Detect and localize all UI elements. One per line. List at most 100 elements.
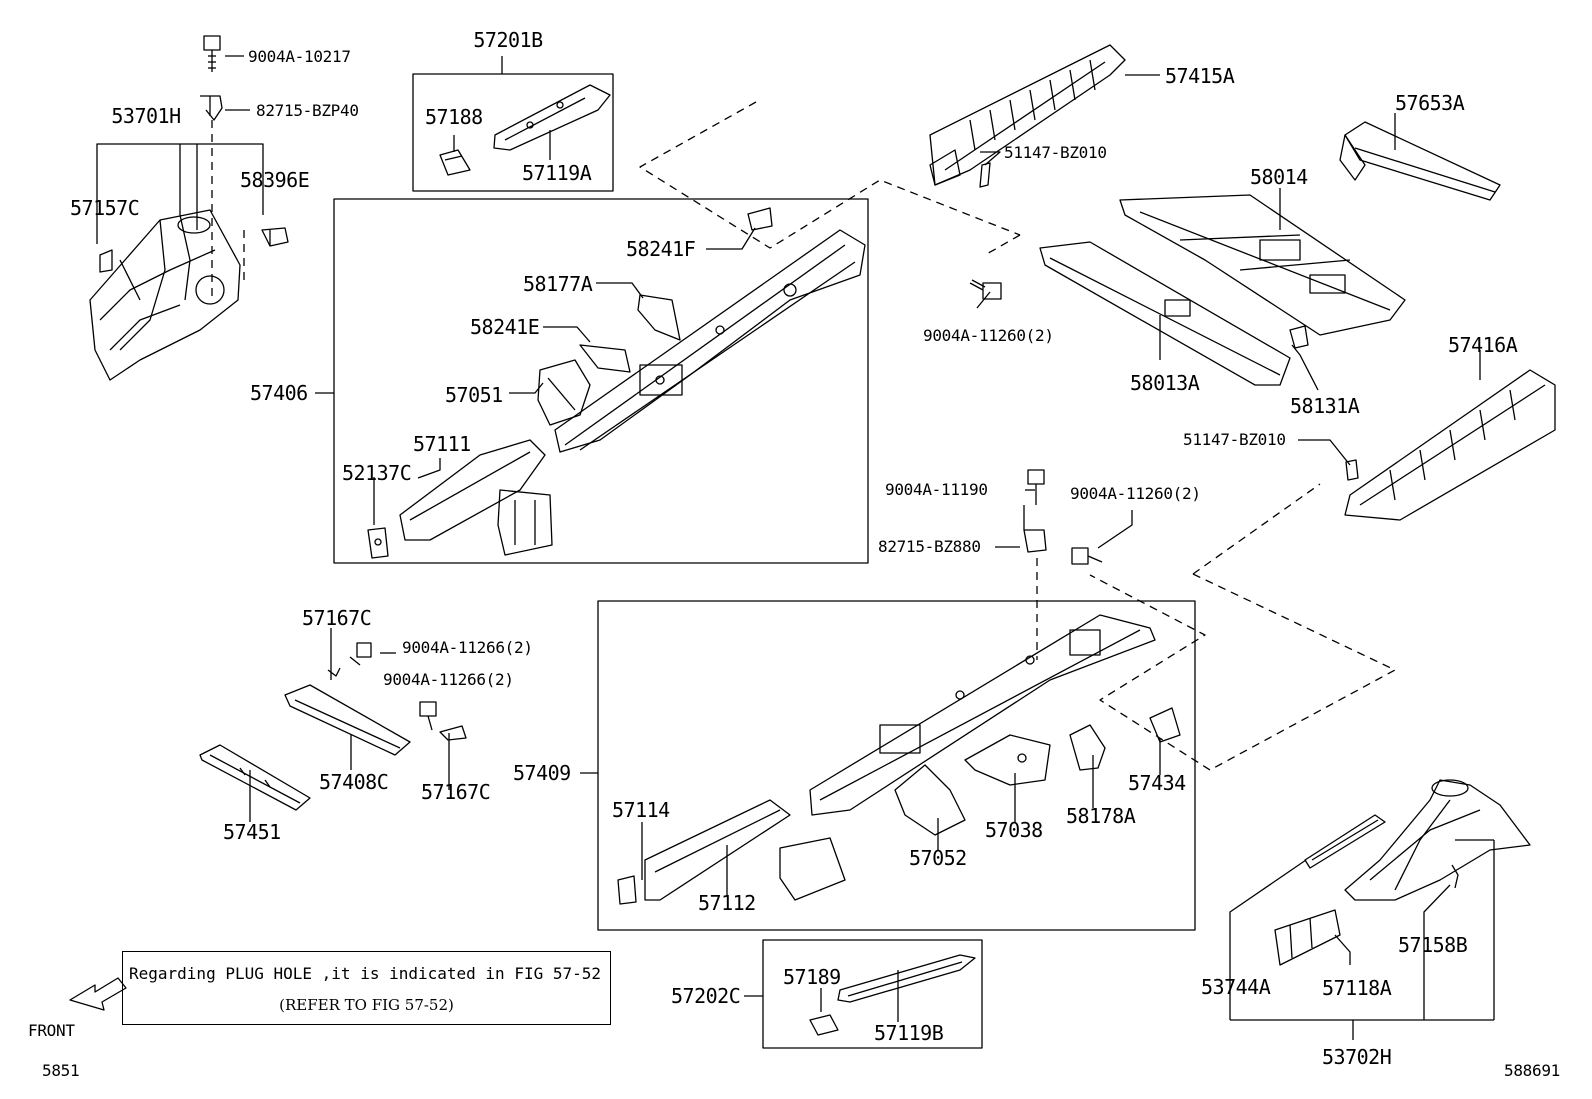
note-line-2: (REFER TO FIG 57-52) [279, 996, 454, 1014]
label-9004A-10217: 9004A-10217 [248, 47, 351, 66]
part-bolt-9004A-10217 [203, 35, 221, 72]
label-57409: 57409 [513, 761, 571, 785]
part-57451 [199, 744, 311, 811]
part-58177A [637, 294, 681, 341]
part-58014 [1119, 194, 1406, 336]
plug-hole-note: Regarding PLUG HOLE ,it is indicated in … [122, 951, 611, 1025]
part-57114 [617, 875, 637, 905]
part-58178A [1069, 724, 1106, 771]
label-9004A-11266-a: 9004A-11266(2) [402, 638, 533, 657]
label-58396E: 58396E [240, 168, 310, 192]
label-57408C: 57408C [319, 770, 389, 794]
label-58241E: 58241E [470, 315, 540, 339]
part-52137C [367, 527, 389, 559]
part-bolt-9004A-11260-mid [1071, 547, 1103, 565]
label-53744A: 53744A [1201, 975, 1271, 999]
label-58178A: 58178A [1066, 804, 1136, 828]
part-53744A [1304, 814, 1386, 869]
part-57118A [1274, 909, 1341, 966]
label-58014: 58014 [1250, 165, 1308, 189]
label-57111: 57111 [413, 432, 471, 456]
label-57038: 57038 [985, 818, 1043, 842]
label-57167C-bottom: 57167C [421, 780, 491, 804]
group-box-57406 [333, 198, 869, 564]
part-57416A [1344, 369, 1556, 521]
label-57415A: 57415A [1165, 64, 1235, 88]
label-9004A-11190: 9004A-11190 [885, 480, 988, 499]
label-57157C: 57157C [70, 196, 140, 220]
label-57112: 57112 [698, 891, 756, 915]
label-57416A: 57416A [1448, 333, 1518, 357]
note-line-1: Regarding PLUG HOLE ,it is indicated in … [129, 964, 602, 983]
label-57119B: 57119B [874, 1021, 944, 1045]
label-57118A: 57118A [1322, 976, 1392, 1000]
part-57409-frame [809, 614, 1156, 816]
part-58013A [1039, 241, 1291, 386]
dashed-guide-lines [211, 101, 1396, 771]
part-58131A [1289, 325, 1309, 349]
part-bolt-9004A-11190 [1027, 469, 1045, 505]
part-57415A [929, 44, 1126, 186]
part-57434 [1149, 707, 1181, 743]
label-57158B: 57158B [1398, 933, 1468, 957]
part-53701H [89, 209, 241, 381]
part-51147-BZ010-right [1345, 459, 1359, 481]
part-bolt-9004A-11266-a [349, 642, 372, 666]
label-82715-BZ880: 82715-BZ880 [878, 537, 981, 556]
front-label: FRONT [28, 1021, 75, 1040]
label-82715-BZP40: 82715-BZP40 [256, 101, 359, 120]
part-58396E [261, 227, 289, 247]
label-57451: 57451 [223, 820, 281, 844]
label-57114: 57114 [612, 798, 670, 822]
part-57119B [837, 954, 976, 1003]
page-code: 5851 [42, 1061, 80, 1080]
label-52137C: 52137C [342, 461, 412, 485]
part-57653A [1339, 121, 1501, 201]
label-57189: 57189 [783, 965, 841, 989]
part-58241F [747, 207, 773, 231]
label-58013A: 58013A [1130, 371, 1200, 395]
part-57188 [439, 149, 471, 176]
label-57188: 57188 [425, 105, 483, 129]
part-57051 [537, 359, 591, 426]
leader-lines [96, 55, 1495, 1040]
label-58177A: 58177A [523, 272, 593, 296]
part-57408C [284, 684, 411, 756]
label-57434: 57434 [1128, 771, 1186, 795]
label-58241F: 58241F [626, 237, 696, 261]
label-57202C: 57202C [671, 984, 741, 1008]
label-53701H: 53701H [111, 104, 181, 128]
label-53702H: 53702H [1322, 1045, 1392, 1069]
part-clip-82715-BZ880 [1023, 505, 1047, 553]
label-51147-BZ010-right: 51147-BZ010 [1183, 430, 1286, 449]
part-53702H [1344, 779, 1531, 901]
part-51147-BZ010-top [979, 162, 991, 188]
label-57653A: 57653A [1395, 91, 1465, 115]
label-57052: 57052 [909, 846, 967, 870]
part-clip-57167C-top [327, 667, 341, 677]
group-box-57409 [597, 600, 1196, 931]
label-57201B: 57201B [473, 28, 543, 52]
label-57051: 57051 [445, 383, 503, 407]
label-51147-BZ010-top: 51147-BZ010 [1004, 143, 1107, 162]
part-57052 [894, 764, 966, 836]
group-box-57201B [412, 73, 614, 192]
label-9004A-11260-top: 9004A-11260(2) [923, 326, 1054, 345]
part-clip-57167C-bottom [439, 725, 467, 741]
label-9004A-11260-mid: 9004A-11260(2) [1070, 484, 1201, 503]
part-57189 [809, 1014, 839, 1036]
part-57119A [493, 84, 611, 151]
part-bolt-9004A-11266-b [419, 701, 437, 731]
figure-id: 588691 [1504, 1061, 1560, 1080]
part-57112 [644, 799, 846, 901]
group-box-57202C [762, 939, 983, 1049]
label-57406: 57406 [250, 381, 308, 405]
label-9004A-11266-b: 9004A-11266(2) [383, 670, 514, 689]
label-57119A: 57119A [522, 161, 592, 185]
part-clip-82715-BZP40 [200, 95, 223, 121]
part-57111 [399, 439, 553, 556]
part-57406-frame [554, 229, 866, 453]
label-58131A: 58131A [1290, 394, 1360, 418]
